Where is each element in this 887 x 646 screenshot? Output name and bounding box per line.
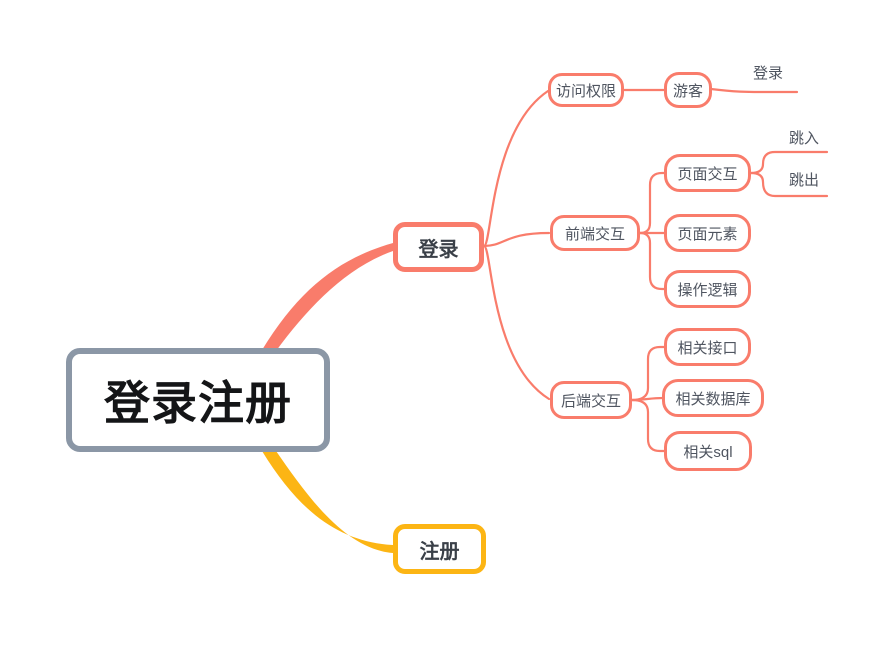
node-jump-out-leaf[interactable]: 跳出 xyxy=(788,172,819,189)
branch-root-login xyxy=(262,243,393,351)
connector-frontend-pageinteraction xyxy=(638,171,667,235)
node-visitor-login-leaf[interactable]: 登录 xyxy=(752,65,783,82)
connector-backend-relatedsql xyxy=(630,398,667,453)
connector-login-access xyxy=(482,89,550,248)
node-login[interactable]: 登录 xyxy=(393,222,484,272)
login-subtree-connectors xyxy=(482,87,829,453)
connector-login-backend xyxy=(482,244,551,401)
node-visitor[interactable]: 游客 xyxy=(664,72,712,108)
node-jump-in-leaf[interactable]: 跳入 xyxy=(788,130,819,147)
node-related-sql[interactable]: 相关sql xyxy=(664,431,752,471)
node-register[interactable]: 注册 xyxy=(393,524,486,574)
connector-visitor-login-underline xyxy=(709,87,799,94)
connector-login-frontend xyxy=(482,231,551,248)
connector-pageinteraction-jumpin xyxy=(749,150,829,175)
connector-backend-relatedapi xyxy=(630,345,667,402)
node-related-api[interactable]: 相关接口 xyxy=(664,328,751,366)
node-access-rights[interactable]: 访问权限 xyxy=(548,73,624,107)
node-root[interactable]: 登录注册 xyxy=(66,348,330,452)
branch-root-register xyxy=(262,451,393,553)
node-frontend-interaction[interactable]: 前端交互 xyxy=(550,215,640,251)
node-operation-logic[interactable]: 操作逻辑 xyxy=(664,270,751,308)
node-page-interaction[interactable]: 页面交互 xyxy=(664,154,751,192)
node-related-database[interactable]: 相关数据库 xyxy=(662,379,764,417)
connector-pageinteraction-jumpout xyxy=(749,171,829,198)
connector-frontend-operationlogic xyxy=(638,231,667,291)
node-page-elements[interactable]: 页面元素 xyxy=(664,214,751,252)
node-backend-interaction[interactable]: 后端交互 xyxy=(550,381,632,419)
